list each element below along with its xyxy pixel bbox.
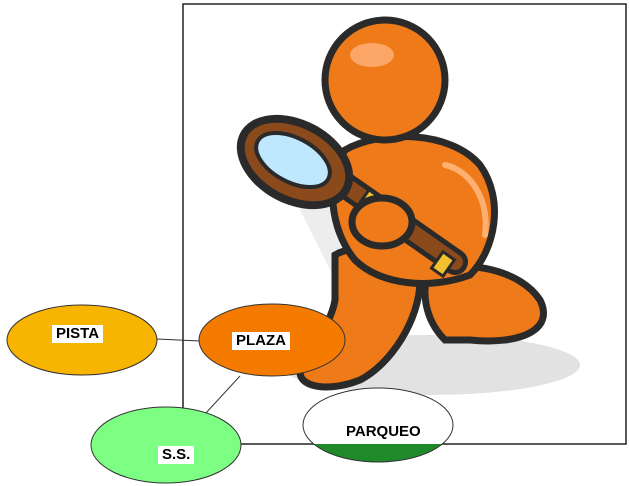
handle-band xyxy=(429,249,457,279)
node-ss xyxy=(90,406,242,484)
figure-head xyxy=(321,16,449,144)
connector-pista-plaza xyxy=(156,338,201,342)
figure-back-leg xyxy=(421,262,547,345)
head-highlight xyxy=(350,43,394,67)
ss-label: S.S. xyxy=(158,446,195,464)
connector-plaza-ss xyxy=(204,375,241,415)
parqueo-label: PARQUEO xyxy=(342,423,425,441)
figure-hand xyxy=(348,194,416,250)
plaza-label: PLAZA xyxy=(232,332,290,350)
pista-label: PISTA xyxy=(52,325,104,343)
lens-glass xyxy=(254,130,332,190)
